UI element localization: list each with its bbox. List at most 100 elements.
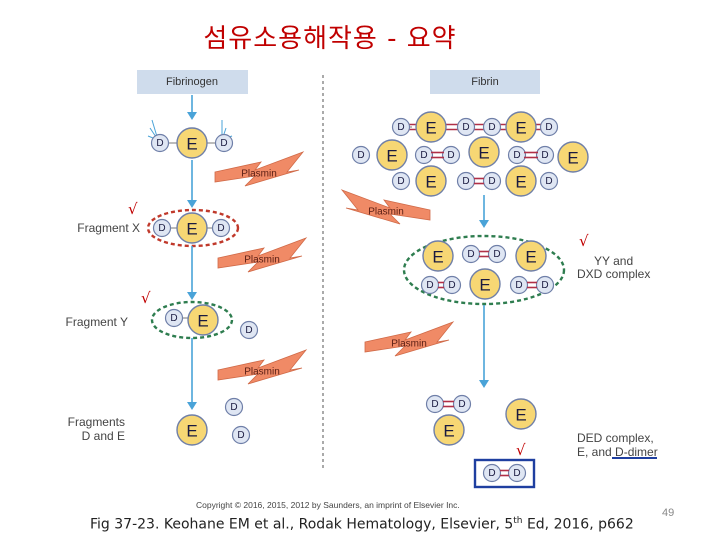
d-domain-node [391,171,411,191]
check-mark-d-dimer: √ [516,441,526,459]
yy-dxd-label-line2: DXD complex [577,267,651,281]
e-domain-node [515,240,547,272]
d-domain-letter: D [541,150,548,161]
plasmin-bolt [214,151,305,187]
d-domain-letter: D [431,399,438,410]
d-domain-node [231,425,251,445]
e-domain-letter: E [443,422,454,441]
plasmin-bolt [217,237,308,273]
d-domain-letter: D [541,280,548,291]
d-domain-letter: D [467,249,474,260]
e-domain-node [415,165,447,197]
ded-label-e: E, and [577,445,616,459]
fragment-y-label: Fragment Y [65,315,128,329]
d-domain-letter: D [515,280,522,291]
e-domain-letter: E [425,173,436,192]
plasmin-label: Plasmin [244,255,280,266]
caption-text-end: Ed, 2016, p662 [522,516,634,533]
arrowhead [187,112,197,120]
fibrin-header-label: Fibrin [471,76,499,88]
e-domain-node [176,212,208,244]
d-domain-letter: D [488,468,495,479]
e-domain-node [505,165,537,197]
d-domain-node [420,275,440,295]
d-domain-node [441,145,461,165]
fragment-y-outline [150,300,234,340]
e-domain-letter: E [386,147,397,166]
page-number: 49 [662,507,675,519]
e-domain-node [505,398,537,430]
figure-caption: Fig 37-23. Keohane EM et al., Rodak Hema… [90,516,634,533]
caption-superscript: th [513,516,523,526]
d-domain-node [507,463,527,483]
yy-complex-outline [402,234,566,306]
e-domain-letter: E [186,220,197,239]
d-domain-letter: D [462,122,469,133]
fibrinogen-header-label: Fibrinogen [166,76,218,88]
d-domain-letter: D [397,176,404,187]
d-domain-node [509,275,529,295]
arrowhead [187,292,197,300]
d-domain-node [164,308,184,328]
e-domain-letter: E [186,135,197,154]
d-domain-node [391,117,411,137]
d-domain-node [507,145,527,165]
d-domain-node [535,145,555,165]
arrowhead [187,200,197,208]
e-domain-letter: E [567,149,578,168]
e-domain-letter: E [515,173,526,192]
d-dimer-highlight-box [473,458,536,489]
d-domain-letter: D [513,468,520,479]
plasmin-bolt [217,349,308,385]
check-mark-fragment-y: √ [141,289,151,307]
d-domain-letter: D [462,176,469,187]
d-domain-letter: D [156,138,163,149]
arrowhead [187,402,197,410]
d-domain-node [211,218,231,238]
fibrinogen-header-bar [137,70,248,94]
e-domain-letter: E [478,144,489,163]
d-domain-node [442,275,462,295]
d-domain-node [425,394,445,414]
e-domain-node [176,127,208,159]
d-domain-letter: D [217,223,224,234]
d-domain-node [414,145,434,165]
check-mark-yy-complex: √ [579,232,589,250]
d-domain-node [539,171,559,191]
d-domain-node [351,145,371,165]
d-domain-node [456,171,476,191]
d-domain-letter: D [237,430,244,441]
e-domain-letter: E [425,119,436,138]
d-domain-letter: D [220,138,227,149]
d-domain-node [452,394,472,414]
plasmin-bolt [364,321,455,357]
plasmin-bolt [340,189,431,225]
d-domain-letter: D [420,150,427,161]
e-domain-node [468,136,500,168]
d-domain-letter: D [357,150,364,161]
e-domain-node [415,111,447,143]
d-domain-letter: D [447,150,454,161]
d-domain-letter: D [230,402,237,413]
d-domain-letter: D [458,399,465,410]
e-domain-node [505,111,537,143]
arrowhead [479,220,489,228]
check-mark-fragment-x: √ [128,200,138,218]
fragment-x-label: Fragment X [77,221,140,235]
yy-dxd-label-line1: YY and [594,254,634,268]
e-domain-letter: E [479,276,490,295]
d-domain-letter: D [426,280,433,291]
e-domain-node [176,414,208,446]
e-domain-node [376,139,408,171]
d-domain-node [482,117,502,137]
d-domain-letter: D [397,122,404,133]
plasmin-label: Plasmin [244,367,280,378]
ded-label-line1: DED complex, [577,431,654,445]
d-domain-letter: D [488,176,495,187]
d-domain-node [456,117,476,137]
e-domain-node [422,240,454,272]
d-domain-node [152,218,172,238]
d-domain-node [539,117,559,137]
d-domain-letter: D [158,223,165,234]
